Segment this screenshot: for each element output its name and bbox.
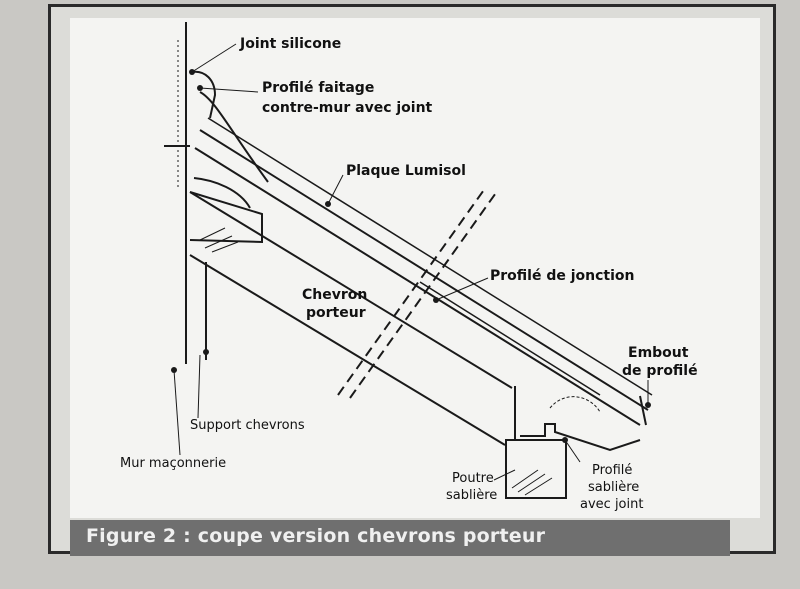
dot-lumisol: [325, 201, 331, 207]
ridge-profile-2: [193, 177, 251, 209]
break-line-1: [337, 186, 487, 396]
leader-support: [197, 354, 201, 419]
leader-lumisol: [327, 174, 344, 205]
label-profile-sabliere-3: avec joint: [580, 497, 644, 512]
leader-jonction: [435, 277, 489, 301]
rafter-top: [189, 191, 513, 389]
label-mur-maconnerie: Mur maçonnerie: [120, 456, 227, 471]
rafter-hatch: [199, 227, 239, 253]
dot-sabliere: [562, 437, 568, 443]
leader-mur: [173, 369, 181, 456]
label-embout-1: Embout: [628, 345, 689, 361]
label-profile-jonction: Profilé de jonction: [490, 268, 635, 284]
poutre-sabliere: [505, 439, 567, 499]
break-line-2: [349, 189, 499, 399]
rafter-bottom: [189, 254, 506, 446]
junction-profile: [419, 281, 601, 396]
leader-joint: [191, 43, 237, 73]
label-profile-sabliere-2: sablière: [588, 480, 640, 495]
caption-bar: [70, 520, 730, 556]
dot-jonction: [433, 297, 439, 303]
figure-caption: Figure 2 : coupe version chevrons porteu…: [86, 525, 546, 547]
sabliere-curve: [549, 396, 601, 413]
label-profile-faitage-2: contre-mur avec joint: [262, 100, 433, 116]
end-cap: [639, 395, 647, 426]
leader-sabliere: [564, 439, 581, 463]
beam-hatch: [511, 469, 553, 496]
label-chevron-porteur-1: Chevron: [302, 287, 368, 303]
dot-mur: [171, 367, 177, 373]
label-support-chevrons: Support chevrons: [190, 418, 305, 433]
label-plaque-lumisol: Plaque Lumisol: [346, 163, 466, 179]
plaque-lumisol-2: [194, 147, 641, 426]
rafter-notch: [189, 191, 263, 244]
label-joint-silicone: Joint silicone: [240, 36, 342, 52]
label-embout-2: de profilé: [622, 363, 698, 379]
plaque-lumisol-3: [207, 117, 653, 396]
leader-poutre: [493, 469, 516, 481]
dot-support: [203, 349, 209, 355]
dot-embout: [645, 402, 651, 408]
dot-faitage: [197, 85, 203, 91]
sabliere-profile: [520, 423, 641, 452]
label-chevron-porteur-2: porteur: [306, 305, 366, 321]
plaque-lumisol: [199, 129, 649, 411]
label-profile-faitage-1: Profilé faitage: [262, 80, 375, 96]
label-profile-sabliere-1: Profilé: [592, 463, 633, 478]
label-poutre-1: Poutre: [452, 471, 494, 486]
ridge-profile: [191, 70, 269, 183]
dot-joint: [189, 69, 195, 75]
label-poutre-2: sablière: [446, 488, 498, 503]
leader-faitage: [199, 87, 259, 93]
